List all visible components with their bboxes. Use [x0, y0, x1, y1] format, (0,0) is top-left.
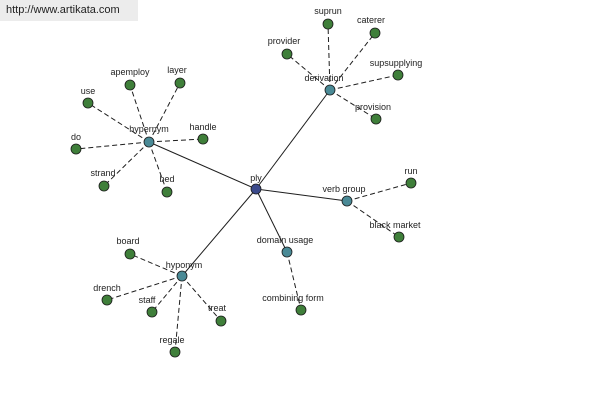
- edge-derivation-provider: [286, 53, 331, 91]
- edge-derivation-supsupplying: [329, 74, 399, 91]
- edge-domain-usage-combining-form: [286, 251, 302, 311]
- edge-verb-group-run: [346, 182, 412, 202]
- relation-node-hypernym[interactable]: [143, 136, 155, 148]
- nodes-layer: [70, 18, 417, 358]
- edge-hypernym-do: [75, 141, 150, 150]
- leaf-label-combining-form[interactable]: combining form: [262, 293, 324, 303]
- edge-hypernym-bed: [148, 141, 168, 193]
- relation-label-verb-group[interactable]: verb group: [322, 184, 365, 194]
- edge-ply-hypernym: [148, 141, 257, 190]
- leaf-node-bed[interactable]: [161, 186, 173, 198]
- leaf-label-suprun[interactable]: suprun: [314, 6, 342, 16]
- relation-label-derivation[interactable]: derivation: [304, 73, 343, 83]
- edge-hypernym-handle: [148, 138, 204, 143]
- leaf-node-staff[interactable]: [146, 306, 158, 318]
- edge-hyponym-staff: [151, 275, 183, 313]
- leaf-label-bed[interactable]: bed: [159, 174, 174, 184]
- labels-layer: ply hypernym apemploy layer use handle do stran…: [71, 6, 422, 345]
- edge-hyponym-regale: [174, 275, 183, 353]
- relation-label-domain-usage[interactable]: domain usage: [257, 235, 314, 245]
- edge-ply-domain-usage: [255, 188, 288, 253]
- relation-node-hyponym[interactable]: [176, 270, 188, 282]
- leaf-node-handle[interactable]: [197, 133, 209, 145]
- edge-derivation-provision: [329, 89, 377, 120]
- leaf-node-layer[interactable]: [174, 77, 186, 89]
- leaf-node-run[interactable]: [405, 177, 417, 189]
- relation-node-domain-usage[interactable]: [281, 246, 293, 258]
- leaf-label-provider[interactable]: provider: [268, 36, 301, 46]
- leaf-label-board[interactable]: board: [116, 236, 139, 246]
- leaf-node-treat[interactable]: [215, 315, 227, 327]
- leaf-node-strand[interactable]: [98, 180, 110, 192]
- edges-layer: [75, 23, 412, 353]
- edge-ply-hyponym: [181, 188, 257, 277]
- edge-ply-verb-group: [255, 188, 348, 202]
- leaf-label-handle[interactable]: handle: [189, 122, 216, 132]
- relation-node-derivation[interactable]: [324, 84, 336, 96]
- edge-ply-derivation: [255, 89, 331, 190]
- leaf-node-do[interactable]: [70, 143, 82, 155]
- leaf-label-black-market[interactable]: black market: [369, 220, 421, 230]
- leaf-node-drench[interactable]: [101, 294, 113, 306]
- leaf-node-suprun[interactable]: [322, 18, 334, 30]
- edge-hyponym-drench: [106, 275, 183, 301]
- edge-hypernym-strand: [103, 141, 150, 187]
- leaf-label-treat[interactable]: treat: [208, 303, 227, 313]
- leaf-label-provision[interactable]: provision: [355, 102, 391, 112]
- leaf-label-regale[interactable]: regale: [159, 335, 184, 345]
- edge-hyponym-board: [129, 253, 183, 277]
- leaf-node-provider[interactable]: [281, 48, 293, 60]
- leaf-node-apemploy[interactable]: [124, 79, 136, 91]
- leaf-node-provision[interactable]: [370, 113, 382, 125]
- leaf-label-drench[interactable]: drench: [93, 283, 121, 293]
- edge-hypernym-layer: [148, 82, 181, 143]
- edge-derivation-suprun: [327, 23, 331, 91]
- leaf-label-run[interactable]: run: [404, 166, 417, 176]
- edge-verb-group-black-market: [346, 200, 400, 238]
- leaf-label-use[interactable]: use: [81, 86, 96, 96]
- relation-node-verb-group[interactable]: [341, 195, 353, 207]
- leaf-node-board[interactable]: [124, 248, 136, 260]
- leaf-node-caterer[interactable]: [369, 27, 381, 39]
- edge-derivation-caterer: [329, 32, 376, 91]
- root-label-ply[interactable]: ply: [250, 173, 262, 183]
- relation-label-hyponym[interactable]: hyponym: [166, 260, 203, 270]
- source-url-banner[interactable]: http://www.artikata.com: [0, 0, 138, 21]
- leaf-label-apemploy[interactable]: apemploy: [110, 67, 150, 77]
- leaf-label-supsupplying[interactable]: supsupplying: [370, 58, 423, 68]
- leaf-node-supsupplying[interactable]: [392, 69, 404, 81]
- leaf-label-caterer[interactable]: caterer: [357, 15, 385, 25]
- leaf-node-combining-form[interactable]: [295, 304, 307, 316]
- leaf-node-use[interactable]: [82, 97, 94, 109]
- root-node-ply[interactable]: [250, 183, 262, 195]
- leaf-label-do[interactable]: do: [71, 132, 81, 142]
- edge-hyponym-treat: [181, 275, 222, 322]
- edge-hypernym-use: [87, 102, 150, 143]
- leaf-label-staff[interactable]: staff: [139, 295, 156, 305]
- leaf-node-black-market[interactable]: [393, 231, 405, 243]
- leaf-node-regale[interactable]: [169, 346, 181, 358]
- leaf-label-strand[interactable]: strand: [90, 168, 115, 178]
- edge-hypernym-apemploy: [129, 84, 150, 143]
- leaf-label-layer[interactable]: layer: [167, 65, 187, 75]
- relation-label-hypernym[interactable]: hypernym: [129, 124, 169, 134]
